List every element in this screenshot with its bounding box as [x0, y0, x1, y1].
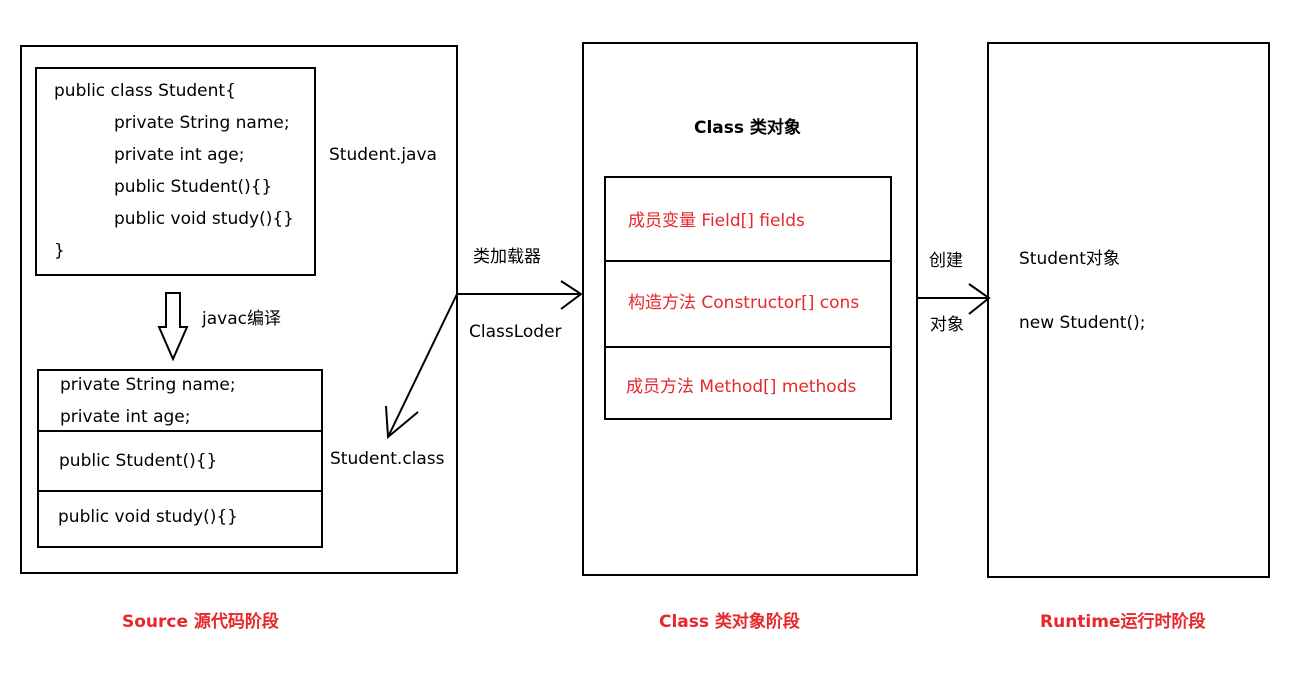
object-label: 对象 [930, 315, 964, 335]
member-methods: 成员方法 Method[] methods [626, 377, 857, 397]
member-fields: 成员变量 Field[] fields [628, 211, 805, 231]
compile-label: javac编译 [202, 309, 281, 329]
class-loader-arrow-head [560, 280, 583, 310]
runtime-stage-panel [987, 42, 1270, 578]
class-object-title: Class 类对象 [694, 118, 801, 138]
code-line-method: public void study(){} [114, 209, 294, 229]
java-source-box [35, 67, 316, 276]
create-object-arrow-head [968, 283, 991, 315]
code-line-field-name: private String name; [114, 113, 290, 133]
runtime-object-label: Student对象 [1019, 249, 1120, 269]
compile-arrow [157, 292, 189, 362]
class-loader-label: 类加载器 [473, 247, 541, 267]
runtime-code: new Student(); [1019, 313, 1146, 333]
class-file-row-age: private int age; [60, 407, 191, 427]
class-file-row-name: private String name; [60, 375, 236, 395]
code-line-close-brace: } [54, 241, 65, 261]
class-loader-english-label: ClassLoder [469, 322, 562, 342]
java-file-label: Student.java [329, 145, 437, 165]
runtime-stage-label: Runtime运行时阶段 [1040, 612, 1206, 632]
class-members-box [604, 176, 892, 420]
class-members-divider-1 [604, 260, 892, 262]
class-file-arrow-head [385, 405, 419, 440]
class-stage-label: Class 类对象阶段 [659, 612, 800, 632]
code-line-field-age: private int age; [114, 145, 245, 165]
source-stage-label: Source 源代码阶段 [122, 612, 279, 632]
member-constructors: 构造方法 Constructor[] cons [628, 293, 860, 313]
code-line-constructor: public Student(){} [114, 177, 273, 197]
code-line-class-decl: public class Student{ [54, 81, 236, 101]
class-members-divider-2 [604, 346, 892, 348]
class-file-arrow-line [387, 293, 458, 438]
class-file-label: Student.class [330, 449, 445, 469]
class-file-divider-1 [37, 430, 323, 432]
class-file-divider-2 [37, 490, 323, 492]
create-label: 创建 [929, 251, 963, 271]
class-file-box [37, 369, 323, 548]
class-file-row-constructor: public Student(){} [59, 451, 218, 471]
class-file-row-method: public void study(){} [58, 507, 238, 527]
